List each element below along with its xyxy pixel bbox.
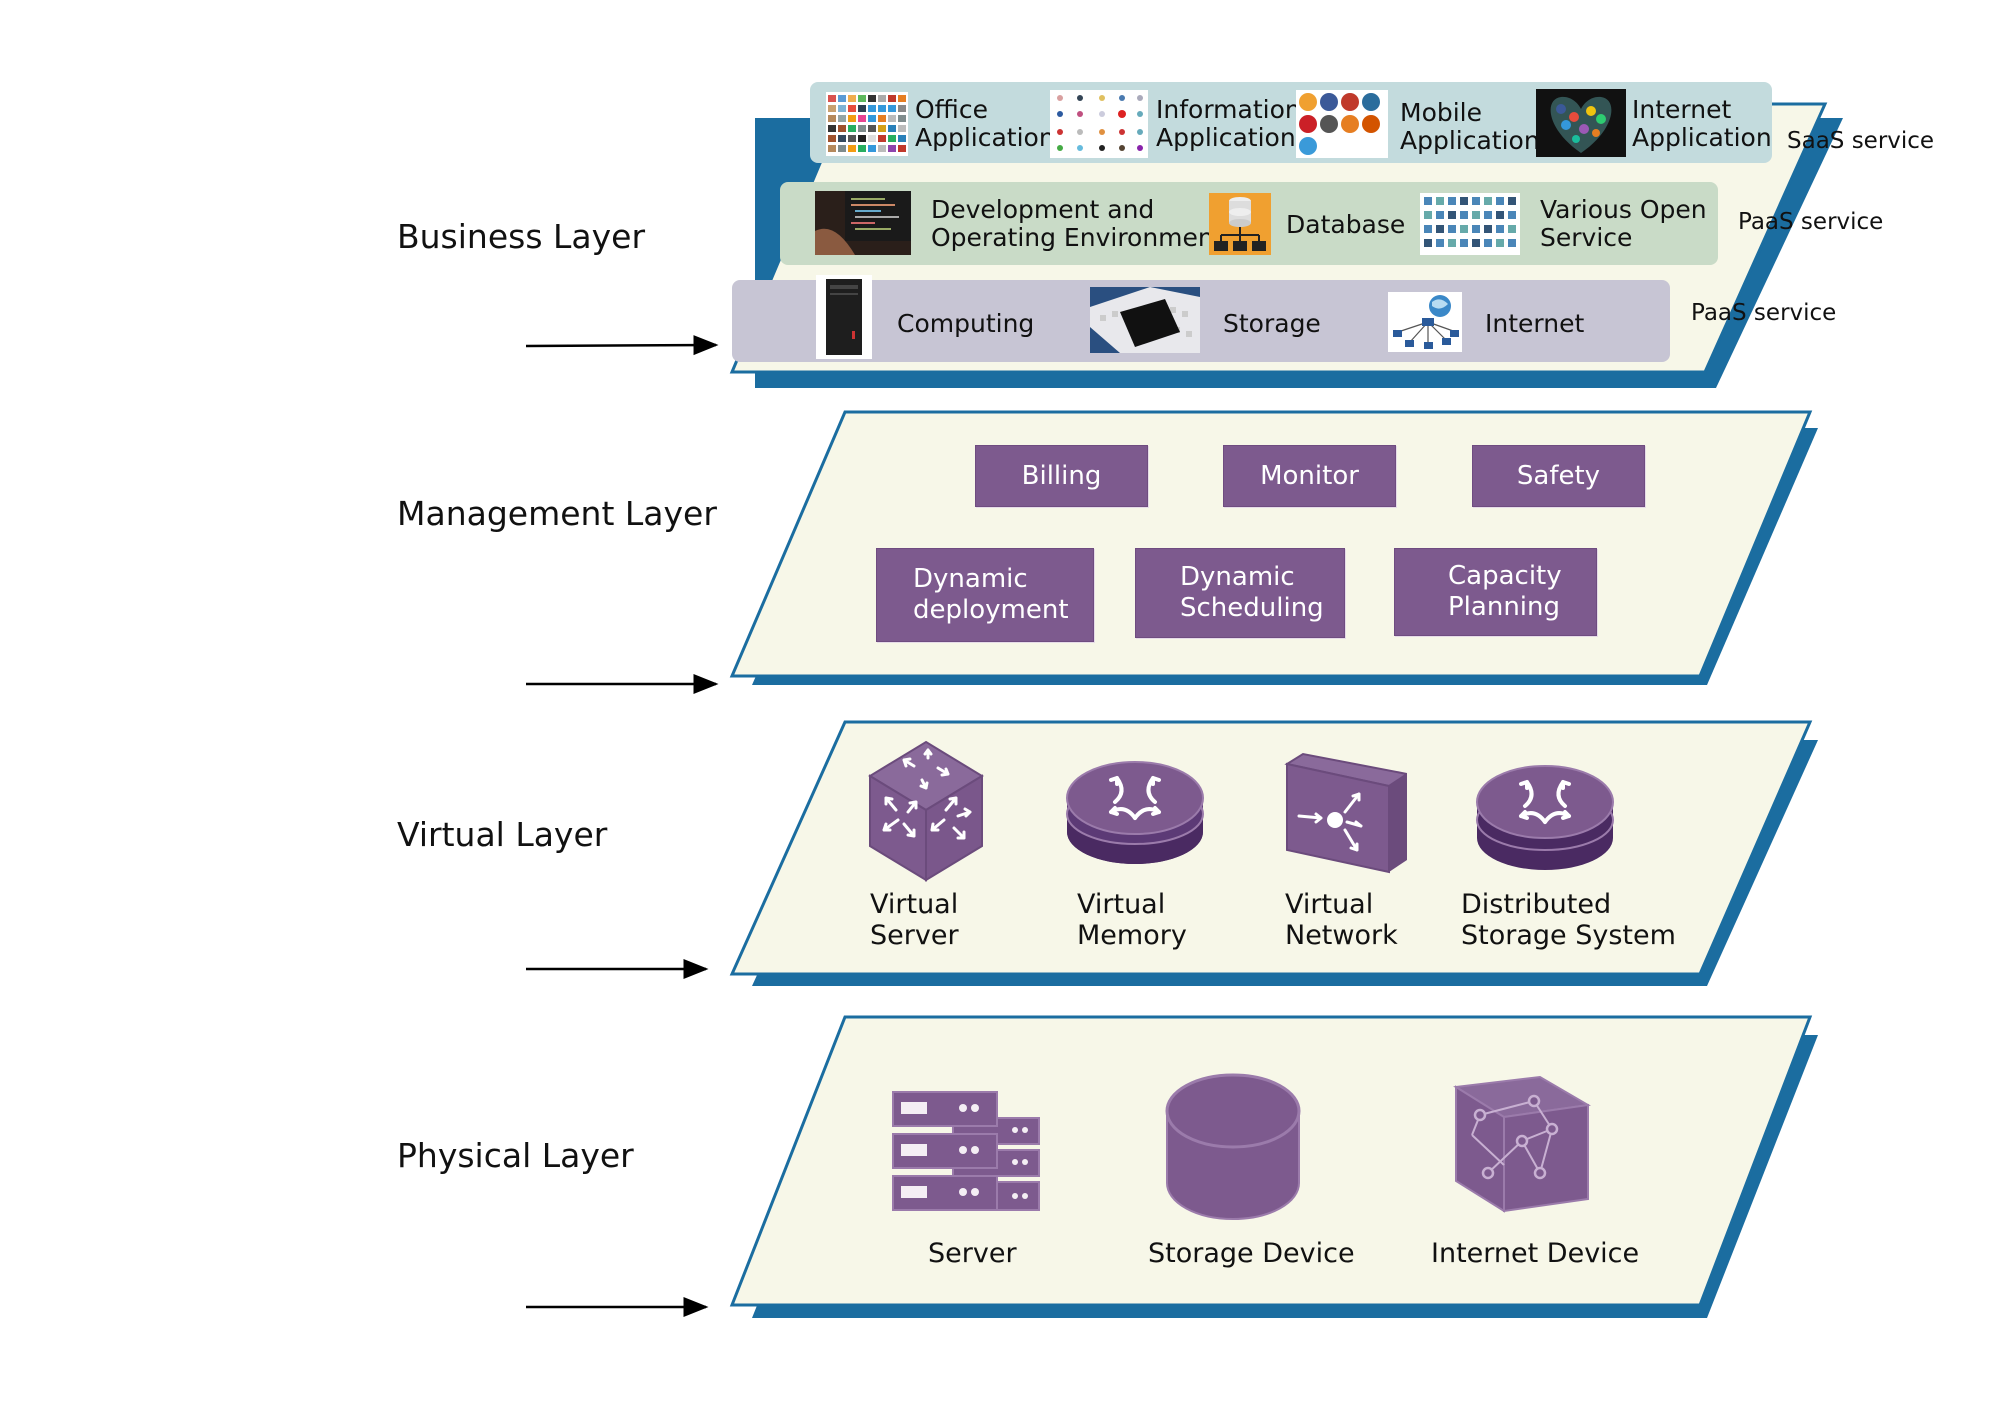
business-layer-arrow <box>525 335 719 356</box>
hard-drive-photo <box>1090 287 1200 353</box>
paas-service-label-2: PaaS service <box>1691 300 1837 326</box>
infra-item-computing: Computing <box>897 310 1034 338</box>
virtual-server-cube-icon <box>866 740 986 882</box>
info-apps-icon-grid <box>1050 90 1148 158</box>
mgmt-box-billing: Billing <box>975 445 1148 507</box>
virtual-item-server: Virtual Server <box>870 889 959 951</box>
infrastructure-tier-bar <box>732 280 1670 362</box>
virtual-layer-label: Virtual Layer <box>397 815 608 854</box>
paas-item-open-service: Various Open Service <box>1540 196 1707 252</box>
paas-item-label: Development and Operating Environment <box>931 195 1224 252</box>
infra-item-label: Internet <box>1485 309 1585 338</box>
mgmt-box-monitor: Monitor <box>1223 445 1396 507</box>
business-layer-label: Business Layer <box>397 217 646 256</box>
virtual-item-memory: Virtual Memory <box>1077 889 1187 951</box>
storage-cylinder-icon <box>1163 1073 1303 1221</box>
social-media-icons <box>1296 90 1388 158</box>
infra-item-label: Computing <box>897 309 1035 338</box>
infra-item-internet: Internet <box>1485 310 1584 338</box>
paas-item-label: Database <box>1286 210 1406 239</box>
mgmt-box-dynamic-deployment: Dynamic deployment <box>876 548 1094 642</box>
virtual-memory-router-icon <box>1065 758 1205 866</box>
pc-tower-photo <box>816 275 872 359</box>
social-heart-collage <box>1536 89 1626 157</box>
infra-item-label: Storage <box>1223 309 1321 338</box>
open-service-icon-grid <box>1420 193 1520 255</box>
paas-item-label: Various Open Service <box>1540 195 1707 252</box>
saas-item-label: Internet Application <box>1632 95 1772 152</box>
saas-item-information: Information Application <box>1156 96 1301 152</box>
mgmt-box-capacity-planning: Capacity Planning <box>1394 548 1597 636</box>
physical-item-server: Server <box>928 1238 1017 1269</box>
mgmt-box-safety: Safety <box>1472 445 1645 507</box>
paas-service-label-1: PaaS service <box>1738 209 1884 235</box>
server-rack-icon <box>891 1090 1051 1214</box>
physical-item-storage-device: Storage Device <box>1148 1238 1355 1269</box>
saas-item-label: Office Application <box>915 95 1055 152</box>
physical-layer-label: Physical Layer <box>397 1136 634 1175</box>
virtual-network-switch-icon <box>1283 750 1410 876</box>
infra-item-storage: Storage <box>1223 310 1321 338</box>
management-layer-label: Management Layer <box>397 494 717 533</box>
saas-service-label: SaaS service <box>1787 128 1935 154</box>
office-apps-icon-grid <box>826 92 908 156</box>
saas-item-mobile: Mobile Application <box>1400 99 1540 155</box>
network-cube-icon <box>1452 1075 1592 1215</box>
distributed-storage-router-icon <box>1475 762 1615 872</box>
saas-item-internet: Internet Application <box>1632 96 1772 152</box>
code-laptop-photo <box>815 191 911 255</box>
virtual-item-network: Virtual Network <box>1285 889 1398 951</box>
database-icon <box>1209 193 1271 255</box>
saas-item-label: Information Application <box>1156 95 1301 152</box>
virtual-item-distributed-storage: Distributed Storage System <box>1461 889 1676 951</box>
saas-item-office: Office Application <box>915 96 1055 152</box>
paas-item-database: Database <box>1286 211 1405 239</box>
paas-item-dev-env: Development and Operating Environment <box>931 196 1224 252</box>
network-globe-icon <box>1388 292 1462 352</box>
mgmt-box-dynamic-scheduling: Dynamic Scheduling <box>1135 548 1345 638</box>
physical-item-internet-device: Internet Device <box>1431 1238 1640 1269</box>
saas-item-label: Mobile Application <box>1400 98 1540 155</box>
